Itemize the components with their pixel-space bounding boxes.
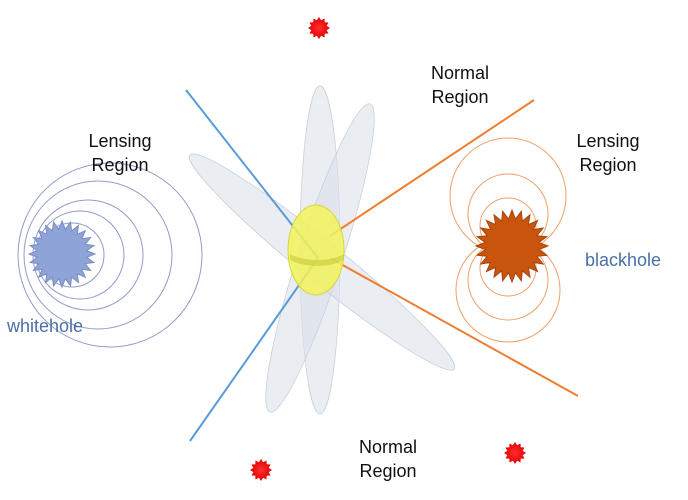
central-lens-band — [290, 254, 344, 266]
red-star-icon — [250, 459, 272, 481]
blue-line-lower — [189, 257, 319, 442]
whitehole-ring — [23, 180, 173, 330]
orange-line-upper — [329, 99, 535, 237]
whitehole-ring — [17, 162, 203, 348]
whitehole-burst-icon — [27, 219, 97, 289]
blackhole-burst-icon — [474, 208, 550, 284]
label-whitehole: whitehole — [7, 316, 84, 336]
orange-line-lower — [329, 257, 579, 397]
red-star-icon — [308, 17, 330, 39]
label-blackhole: blackhole — [585, 250, 662, 270]
red-star-icon — [504, 442, 526, 464]
central-lens — [287, 204, 345, 296]
orange-boundary-lines — [329, 99, 579, 397]
